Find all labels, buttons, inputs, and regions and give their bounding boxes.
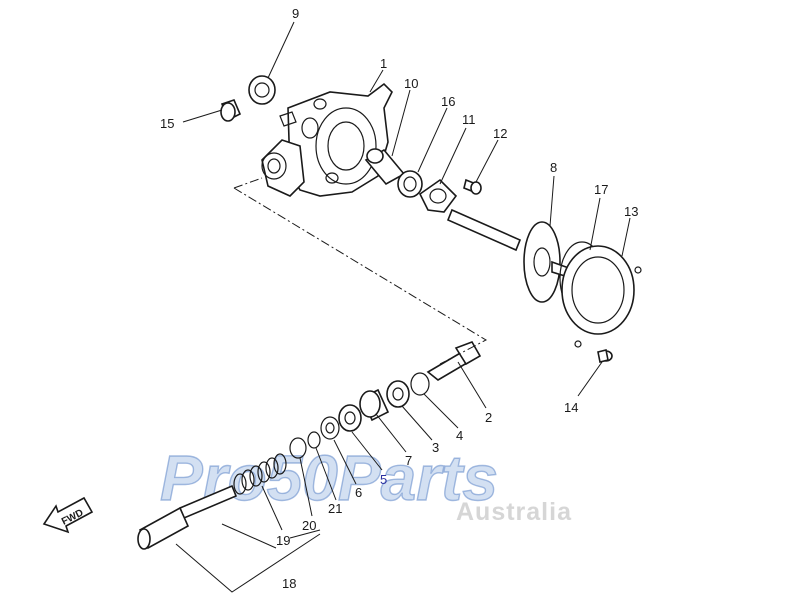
callout-8: 8	[550, 160, 557, 175]
part-2-pinion	[426, 341, 482, 381]
callout-3: 3	[432, 440, 439, 455]
part-3-bearing	[386, 380, 410, 408]
part-20-washer	[289, 437, 307, 459]
callout-numbers: 1 2 3 4 5 6 7 8 9 10 16 11 12 13 14 15 1…	[160, 6, 638, 591]
callout-17: 17	[594, 182, 608, 197]
part-8-drive-shaft	[446, 208, 581, 303]
part-5-bearing	[338, 404, 362, 432]
callout-4: 4	[456, 428, 463, 443]
callout-6: 6	[355, 485, 362, 500]
part-16-bearing	[397, 170, 423, 198]
part-19-spring	[233, 453, 287, 495]
callout-13: 13	[624, 204, 638, 219]
callout-12: 12	[493, 126, 507, 141]
callout-9: 9	[292, 6, 299, 21]
callout-21: 21	[328, 501, 342, 516]
part-1-gear-housing	[261, 82, 393, 197]
assembly-line	[233, 177, 488, 365]
part-11-plate	[418, 178, 458, 213]
callout-2: 2	[485, 410, 492, 425]
callout-10: 10	[404, 76, 418, 91]
callout-16: 16	[441, 94, 455, 109]
watermark-region: Australia	[456, 498, 572, 526]
forward-arrow: FWD	[42, 496, 94, 534]
part-9-bearing	[248, 75, 276, 105]
part-14-bolt	[597, 349, 613, 363]
part-18-shaft	[137, 484, 238, 550]
callout-11: 11	[462, 112, 476, 127]
callout-5: 5	[380, 472, 387, 487]
watermark: Pro50Parts Australia	[159, 441, 572, 526]
callout-7: 7	[405, 453, 412, 468]
callout-20: 20	[302, 518, 316, 533]
part-4-washer	[410, 372, 430, 396]
callout-18: 18	[282, 576, 296, 591]
callout-15: 15	[160, 116, 174, 131]
part-12-bolt	[463, 178, 482, 195]
part-6-washer	[320, 416, 340, 440]
part-21-clip	[307, 431, 321, 449]
callout-14: 14	[564, 400, 578, 415]
part-7-sleeve	[359, 388, 390, 422]
callout-19: 19	[276, 533, 290, 548]
part-15-collar	[220, 99, 242, 122]
callout-1: 1	[380, 56, 387, 71]
leader-lines	[175, 21, 631, 593]
part-13-cover	[561, 245, 642, 348]
